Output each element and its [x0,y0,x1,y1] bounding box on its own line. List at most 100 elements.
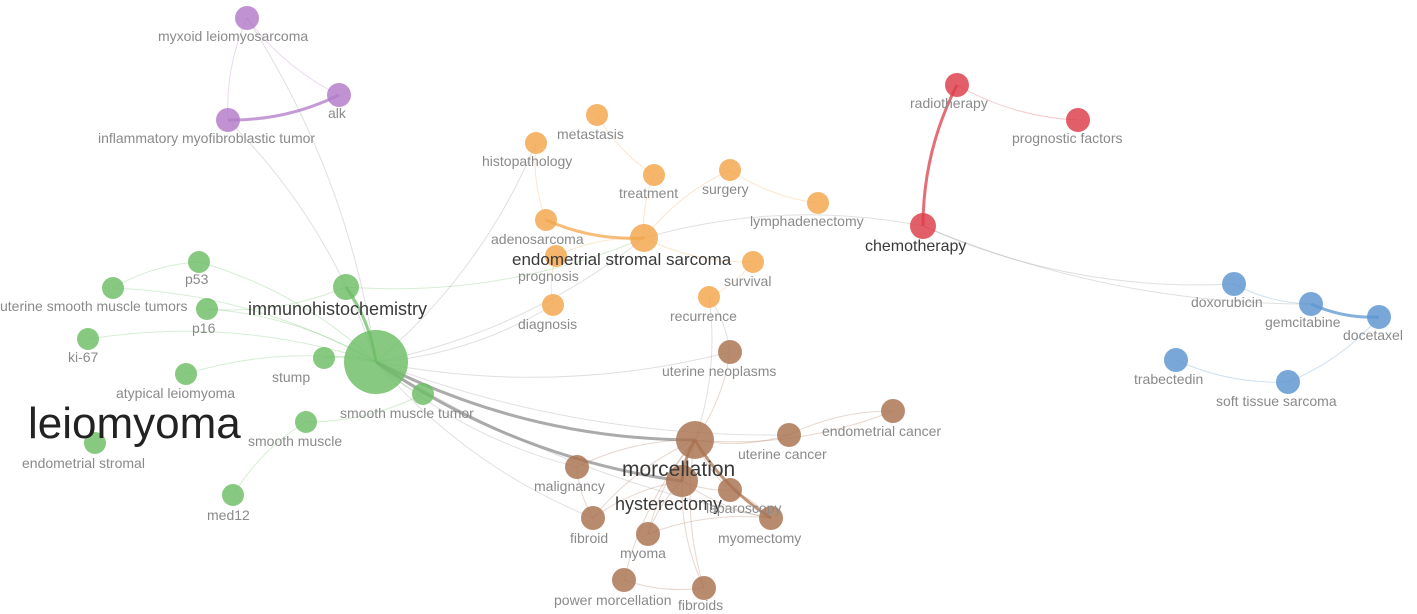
node-gemcitabine[interactable] [1299,292,1323,316]
edge-soft-tissue-sarcoma-docetaxel [1287,316,1380,383]
label-p16: p16 [192,320,216,336]
label-soft-tissue-sarcoma: soft tissue sarcoma [1216,393,1337,409]
label-ki-67: ki-67 [68,349,99,365]
node-surgery[interactable] [719,159,741,181]
edge-immunohistochemistry-endometrial-stromal-sarcoma [345,237,645,290]
edge-trabectedin-soft-tissue-sarcoma [1175,359,1289,383]
edge-smooth-muscle-smooth-muscle-tumor [305,393,424,423]
node-treatment[interactable] [643,164,665,186]
node-recurrence[interactable] [698,286,720,308]
node-smooth-muscle[interactable] [295,411,317,433]
node-leiomyoma[interactable] [344,330,408,394]
node-prognosis[interactable] [545,245,567,267]
edge-leiomyoma-ki-67 [87,330,377,363]
label-smooth-muscle-tumor: smooth muscle tumor [340,405,474,421]
node-prognostic-factors[interactable] [1066,108,1090,132]
edge-radiotherapy-chemotherapy [921,84,959,227]
node-fibroids[interactable] [692,576,716,600]
label-laparoscopy: laparoscopy [706,500,782,516]
node-adenosarcoma[interactable] [535,209,557,231]
node-diagnosis[interactable] [542,294,564,316]
node-endometrial-stromal[interactable] [84,432,106,454]
node-trabectedin[interactable] [1164,348,1188,372]
node-stump[interactable] [313,347,335,369]
edge-chemotherapy-endometrial-stromal-sarcoma [643,214,924,239]
node-uterine-neoplasms[interactable] [718,340,742,364]
label-uterine-smooth-muscle-tumors: uterine smooth muscle tumors [0,298,188,314]
node-malignancy[interactable] [565,455,589,479]
edge-metastasis-treatment [596,114,655,176]
label-leiomyoma: leiomyoma [28,399,241,448]
edge-myomectomy-myoma [647,515,772,535]
node-myoma[interactable] [636,522,660,546]
node-lymphadenectomy[interactable] [807,192,829,214]
node-doxorubicin[interactable] [1222,272,1246,296]
label-myomectomy: myomectomy [718,530,801,546]
label-chemotherapy: chemotherapy [865,238,966,255]
node-immunohistochemistry[interactable] [333,274,359,300]
node-med12[interactable] [222,484,244,506]
edge-inflammatory-myofibroblastic-tumor-alk [227,93,340,122]
edge-chemotherapy-doxorubicin [922,225,1235,286]
node-metastasis[interactable] [586,104,608,126]
label-histopathology: histopathology [482,153,572,169]
node-myomectomy[interactable] [759,506,783,530]
label-morcellation: morcellation [622,458,735,481]
label-endometrial-stromal-sarcoma: endometrial stromal sarcoma [512,250,732,269]
edge-leiomyoma-fibroid [375,361,594,519]
node-morcellation[interactable] [676,421,714,459]
node-chemotherapy[interactable] [910,213,936,239]
node-radiotherapy[interactable] [945,73,969,97]
label-prognosis: prognosis [518,268,579,284]
node-uterine-smooth-muscle-tumors[interactable] [102,277,124,299]
node-power-morcellation[interactable] [612,568,636,592]
label-inflammatory-myofibroblastic-tumor: inflammatory myofibroblastic tumor [98,130,315,146]
node-p16[interactable] [196,298,218,320]
label-radiotherapy: radiotherapy [910,95,988,111]
label-trabectedin: trabectedin [1134,371,1203,387]
node-uterine-cancer[interactable] [777,423,801,447]
edge-leiomyoma-histopathology [375,142,537,363]
node-smooth-muscle-tumor[interactable] [412,383,434,405]
node-atypical-leiomyoma[interactable] [175,363,197,385]
node-myxoid-leiomyosarcoma[interactable] [235,6,259,30]
label-uterine-neoplasms: uterine neoplasms [662,363,776,379]
label-lymphadenectomy: lymphadenectomy [750,213,864,229]
label-fibroids: fibroids [678,597,723,613]
label-gemcitabine: gemcitabine [1265,314,1341,330]
node-endometrial-stromal-sarcoma[interactable] [630,224,658,252]
label-surgery: surgery [702,181,749,197]
label-doxorubicin: doxorubicin [1191,294,1263,310]
label-atypical-leiomyoma: atypical leiomyoma [116,385,235,401]
label-med12: med12 [207,507,250,523]
node-inflammatory-myofibroblastic-tumor[interactable] [216,108,240,132]
node-hysterectomy[interactable] [666,465,698,497]
node-survival[interactable] [742,251,764,273]
node-soft-tissue-sarcoma[interactable] [1276,370,1300,394]
edge-leiomyoma-inflammatory-myofibroblastic-tumor [227,119,377,363]
label-hysterectomy: hysterectomy [615,494,722,514]
label-malignancy: malignancy [534,478,605,494]
node-docetaxel[interactable] [1367,305,1391,329]
node-laparoscopy[interactable] [718,478,742,502]
node-histopathology[interactable] [525,132,547,154]
edge-power-morcellation-fibroids [623,579,705,591]
label-myoma: myoma [620,545,666,561]
edge-leiomyoma-uterine-smooth-muscle-tumors [112,287,377,363]
edge-radiotherapy-prognostic-factors [956,84,1079,121]
node-fibroid[interactable] [581,506,605,530]
edge-leiomyoma-endometrial-stromal-sarcoma [375,237,645,363]
node-layer [77,6,1391,600]
label-endometrial-stromal: endometrial stromal [22,455,145,471]
label-p53: p53 [185,271,209,287]
label-docetaxel: docetaxel [1343,327,1403,343]
node-p53[interactable] [188,251,210,273]
node-endometrial-cancer[interactable] [881,399,905,423]
edge-leiomyoma-myxoid-leiomyosarcoma [246,17,377,363]
label-prognostic-factors: prognostic factors [1012,130,1123,146]
label-endometrial-cancer: endometrial cancer [822,423,941,439]
label-power-morcellation: power morcellation [554,592,672,608]
label-uterine-cancer: uterine cancer [738,446,827,462]
node-alk[interactable] [327,83,351,107]
node-ki-67[interactable] [77,328,99,350]
